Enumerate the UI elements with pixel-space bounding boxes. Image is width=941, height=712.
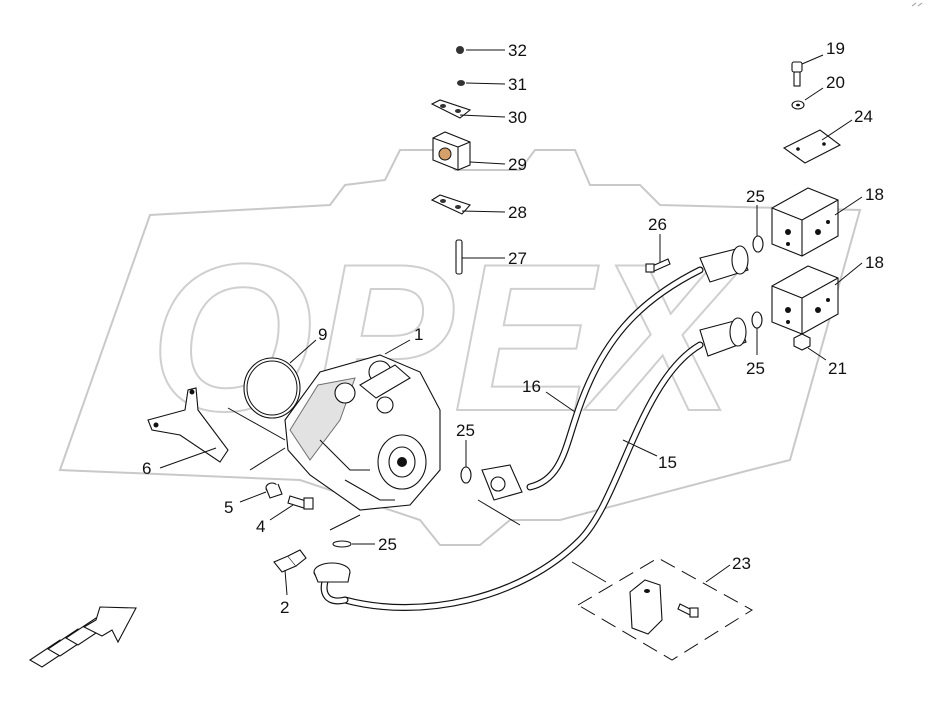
callout-31: 31 <box>508 75 527 94</box>
part-25-oring-lower-right <box>751 311 763 329</box>
callout-25-upper-right: 25 <box>746 187 765 206</box>
callout-9: 9 <box>318 325 327 344</box>
part-1-hydraulic-pump <box>284 354 441 511</box>
callout-26: 26 <box>648 215 667 234</box>
part-18-valve-block-lower <box>771 265 839 335</box>
callout-6: 6 <box>142 459 151 478</box>
callout-18-upper: 18 <box>865 185 884 204</box>
part-31-ball <box>457 80 465 86</box>
callout-4: 4 <box>256 517 265 536</box>
part-18-valve-block-upper <box>771 187 839 257</box>
callout-32: 32 <box>508 41 527 60</box>
callout-25-bottom: 25 <box>378 535 397 554</box>
callout-19: 19 <box>826 39 845 58</box>
part-6-bracket <box>147 387 229 463</box>
callout-1: 1 <box>414 325 423 344</box>
callout-20: 20 <box>826 73 845 92</box>
part-25-oring-bottom <box>332 540 352 548</box>
callout-25-pump-port: 25 <box>456 421 475 440</box>
callout-24: 24 <box>854 107 873 126</box>
callout-30: 30 <box>508 108 527 127</box>
callout-labels: 32 31 30 29 28 27 19 20 24 18 18 21 25 2… <box>142 39 884 617</box>
direction-arrow-icon <box>28 606 137 668</box>
part-21-nut <box>793 333 811 351</box>
callout-25-lower-right: 25 <box>746 359 765 378</box>
part-23-cover-group <box>577 557 753 661</box>
part-15-hose <box>313 317 747 611</box>
part-26-screw <box>645 258 671 273</box>
corner-mark-icon <box>911 2 923 7</box>
leader-lines <box>159 49 863 596</box>
callout-23: 23 <box>732 554 751 573</box>
part-2-fitting <box>273 549 307 573</box>
callout-21: 21 <box>828 359 847 378</box>
callout-15: 15 <box>658 453 677 472</box>
callout-28: 28 <box>508 203 527 222</box>
part-25-oring-pump-port <box>460 466 472 484</box>
watermark-text: OPEX <box>150 220 744 455</box>
callout-29: 29 <box>508 155 527 174</box>
part-20-washer <box>791 100 805 110</box>
callout-27: 27 <box>508 249 527 268</box>
part-30-plate <box>430 99 472 119</box>
part-29-clamp <box>432 131 471 171</box>
part-9-oring <box>243 357 301 419</box>
part-5-spacer <box>265 482 283 499</box>
callout-16: 16 <box>522 377 541 396</box>
part-25-oring-upper-right <box>752 235 764 253</box>
part-24-plate <box>782 129 842 164</box>
part-19-screw <box>791 61 803 87</box>
part-16-hose <box>481 245 749 501</box>
part-28-plate <box>430 194 471 215</box>
callout-18-lower: 18 <box>865 253 884 272</box>
callout-5: 5 <box>224 498 233 517</box>
part-27-bolt <box>455 239 463 275</box>
part-4-bolt <box>287 495 314 510</box>
part-32-plug <box>456 46 464 54</box>
callout-2: 2 <box>280 598 289 617</box>
